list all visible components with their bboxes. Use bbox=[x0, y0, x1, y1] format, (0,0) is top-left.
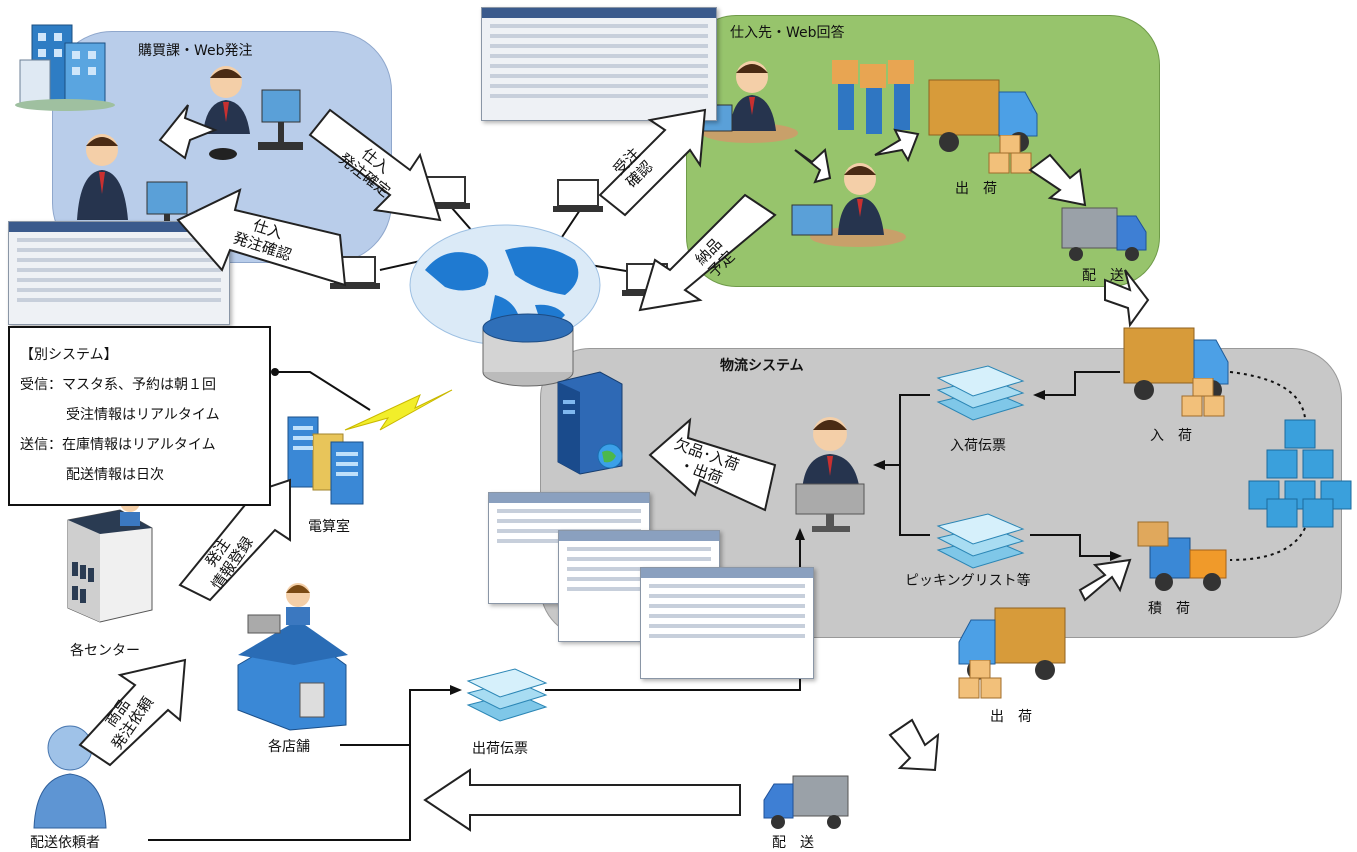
truck-icon bbox=[1123, 327, 1229, 400]
forklift-icon bbox=[1137, 521, 1227, 591]
label-requester: 配送依頼者 bbox=[30, 835, 100, 851]
other-system-title: 【別システム】 bbox=[20, 347, 118, 363]
truck-icon bbox=[1061, 207, 1147, 261]
label-load: 積 荷 bbox=[1148, 601, 1190, 617]
person-at-computer-icon bbox=[691, 61, 798, 143]
other-system-line: 配送情報は日次 bbox=[66, 467, 164, 483]
other-system-line: 受信：マスタ系、予約は朝１回 bbox=[20, 377, 216, 393]
label-stores: 各店舗 bbox=[268, 739, 310, 755]
server-icon bbox=[557, 371, 623, 475]
database-icon bbox=[482, 313, 574, 387]
truck-icon bbox=[928, 79, 1038, 152]
label-deliver-bottom: 配 送 bbox=[772, 835, 814, 851]
box-stack-icon bbox=[988, 135, 1032, 174]
laptop-icon bbox=[553, 179, 603, 212]
label-ship-bottom: 出 荷 bbox=[990, 709, 1032, 725]
label-picking-list: ピッキングリスト等 bbox=[905, 573, 1031, 589]
store-icon bbox=[237, 583, 348, 731]
label-centers: 各センター bbox=[70, 643, 140, 659]
label-receive: 入 荷 bbox=[1150, 428, 1192, 444]
box-stack-icon bbox=[958, 660, 1002, 699]
label-deliver-top: 配 送 bbox=[1082, 268, 1124, 284]
purchasing-zone-title: 購買課・Web発注 bbox=[138, 43, 253, 59]
document-stack-icon bbox=[936, 365, 1025, 421]
person-at-computer-icon bbox=[795, 417, 865, 532]
logistics-zone-title: 物流システム bbox=[720, 358, 804, 374]
server-rack-icon bbox=[287, 416, 364, 505]
truck-icon bbox=[958, 607, 1066, 680]
screenshot-order-window bbox=[481, 7, 717, 121]
document-stack-icon bbox=[936, 513, 1025, 569]
container-stack-icon bbox=[1248, 419, 1352, 528]
truck-icon bbox=[763, 775, 849, 829]
person-at-computer-icon bbox=[203, 66, 303, 160]
other-system-line: 受注情報はリアルタイム bbox=[66, 407, 220, 423]
screenshot-logistics-3 bbox=[640, 567, 814, 679]
user-icon bbox=[33, 725, 107, 829]
warehouse-center-icon bbox=[67, 492, 153, 623]
label-ship-supplier: 出 荷 bbox=[955, 181, 997, 197]
other-system-box: 【別システム】 受信：マスタ系、予約は朝１回 受注情報はリアルタイム 送信：在庫… bbox=[8, 326, 271, 506]
lightning-icon bbox=[344, 389, 453, 431]
box-stack-icon bbox=[1181, 378, 1225, 417]
label-shipping-slip: 出荷伝票 bbox=[472, 741, 528, 757]
supplier-zone-title: 仕入先・Web回答 bbox=[730, 25, 845, 41]
other-system-line: 送信：在庫情報はリアルタイム bbox=[20, 437, 216, 453]
office-building-icon bbox=[15, 24, 115, 111]
label-computer-room: 電算室 bbox=[308, 519, 350, 535]
worker-group-icon bbox=[832, 60, 914, 134]
person-at-computer-icon bbox=[791, 163, 906, 247]
label-receiving-slip: 入荷伝票 bbox=[950, 438, 1006, 454]
globe-network-icon bbox=[409, 224, 601, 346]
document-stack-icon bbox=[466, 668, 548, 722]
